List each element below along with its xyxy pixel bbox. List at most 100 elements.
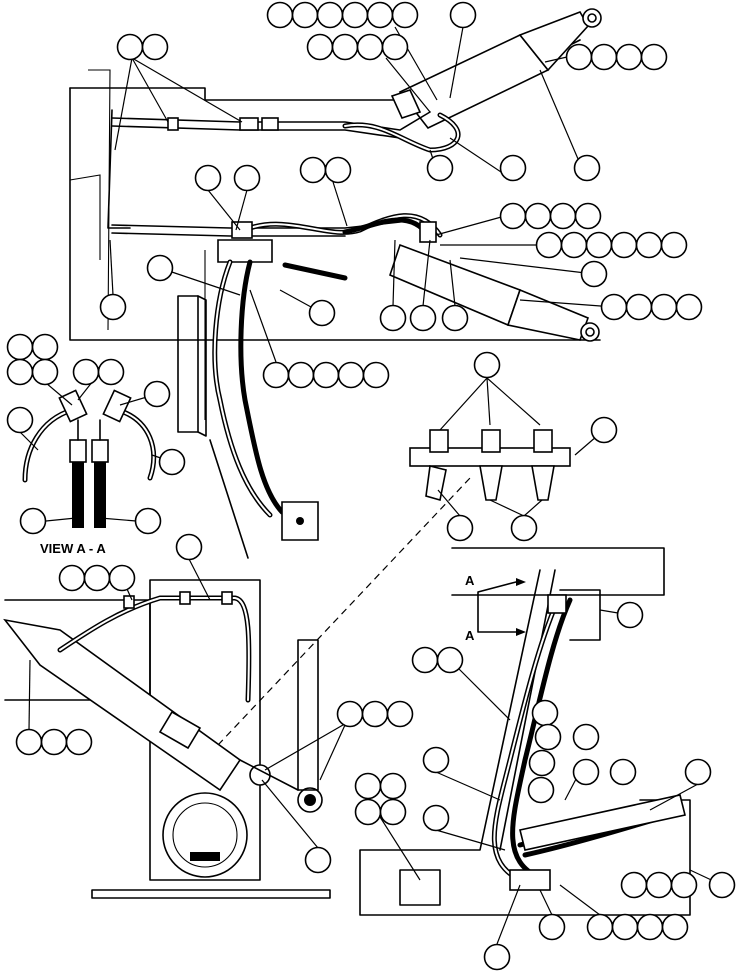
callout-bubble xyxy=(31,358,59,386)
callout-bubble xyxy=(331,33,359,61)
leader-line xyxy=(131,57,243,123)
leader-line xyxy=(486,377,491,426)
leader-line xyxy=(385,57,431,113)
leader-line xyxy=(435,829,506,851)
callout-bubble xyxy=(535,231,563,259)
callout-bubble xyxy=(560,231,588,259)
leader-line xyxy=(437,489,461,517)
leader-line xyxy=(449,659,511,721)
callout-bubble xyxy=(524,202,552,230)
callout-bubble xyxy=(411,646,439,674)
callout-bubble xyxy=(143,380,171,408)
callout-bubble xyxy=(175,533,203,561)
section-arrow-label-top: A xyxy=(465,573,475,588)
callout-bubble xyxy=(316,1,344,29)
callout-bubble xyxy=(600,293,628,321)
leader-line xyxy=(544,56,568,63)
callout-bubble xyxy=(354,798,382,826)
callout-bubble xyxy=(609,758,637,786)
callout-bubble xyxy=(549,202,577,230)
callout-bubble xyxy=(499,154,527,182)
callout-bubble xyxy=(381,33,409,61)
callout-bubble xyxy=(645,871,673,899)
callout-bubble xyxy=(304,846,332,874)
callout-bubble xyxy=(615,43,643,71)
view-a-a-caption: VIEW A - A xyxy=(40,541,106,556)
callout-bubble xyxy=(6,333,34,361)
callout-bubble xyxy=(483,943,511,971)
leader-line xyxy=(435,771,501,801)
callout-bubble xyxy=(386,700,414,728)
leader-line xyxy=(207,189,241,231)
callout-bubble xyxy=(379,304,407,332)
leader-line xyxy=(422,239,431,307)
callout-bubble xyxy=(6,358,34,386)
callout-bubble xyxy=(134,507,162,535)
leader-line xyxy=(449,26,464,99)
leader-line xyxy=(435,215,506,236)
callout-bubbles xyxy=(6,1,736,971)
callout-bubble xyxy=(473,351,501,379)
callout-bubble xyxy=(391,1,419,29)
callout-bubble xyxy=(422,804,450,832)
callout-bubble xyxy=(446,514,474,542)
callout-bubble xyxy=(6,406,34,434)
callout-bubble xyxy=(610,231,638,259)
leader-line xyxy=(99,517,137,522)
callout-bubble xyxy=(422,746,450,774)
callout-bubble xyxy=(361,700,389,728)
callout-bubble xyxy=(83,564,111,592)
callout-bubble xyxy=(366,1,394,29)
callout-bubble xyxy=(650,293,678,321)
callout-bubble xyxy=(499,202,527,230)
callout-bubble xyxy=(620,871,648,899)
callout-bubble xyxy=(449,1,477,29)
leader-line xyxy=(486,377,541,426)
callout-bubble xyxy=(324,156,352,184)
callout-bubble xyxy=(586,913,614,941)
callout-bubble xyxy=(299,156,327,184)
callout-bubble xyxy=(58,564,86,592)
leader-line xyxy=(392,239,396,307)
callout-bubble xyxy=(337,361,365,389)
callout-bubble xyxy=(379,772,407,800)
callout-bubble xyxy=(146,254,174,282)
callout-bubble xyxy=(354,772,382,800)
callout-bubble xyxy=(262,361,290,389)
callout-bubble xyxy=(684,758,712,786)
callout-bubble xyxy=(585,231,613,259)
callout-bubble xyxy=(510,514,538,542)
leader-line xyxy=(159,267,241,296)
callout-bubble xyxy=(574,202,602,230)
callout-bubble xyxy=(72,358,100,386)
callout-bubble xyxy=(611,913,639,941)
leader-line xyxy=(459,257,595,275)
callout-bubble xyxy=(661,913,689,941)
leader-line xyxy=(28,659,31,731)
callout-bubble xyxy=(266,1,294,29)
callout-bubble xyxy=(590,43,618,71)
callout-bubble xyxy=(640,43,668,71)
callout-bubble xyxy=(572,723,600,751)
leader-line xyxy=(188,558,211,601)
callout-bubble xyxy=(616,601,644,629)
callout-bubble xyxy=(356,33,384,61)
leader-line xyxy=(523,499,543,517)
upper-cylinder xyxy=(390,8,602,130)
leader-line xyxy=(559,884,601,916)
leader-line xyxy=(45,517,77,522)
callout-bubble xyxy=(625,293,653,321)
callout-bubble xyxy=(308,299,336,327)
callout-bubble xyxy=(194,164,222,192)
callout-bubble xyxy=(291,1,319,29)
callout-bubble xyxy=(336,700,364,728)
callout-bubble xyxy=(409,304,437,332)
leader-line xyxy=(114,57,133,151)
callout-bubble xyxy=(565,43,593,71)
leader-line xyxy=(519,299,615,308)
callout-bubble xyxy=(15,728,43,756)
callout-bubble xyxy=(341,1,369,29)
callout-bubble xyxy=(670,871,698,899)
callout-bubble xyxy=(660,231,688,259)
